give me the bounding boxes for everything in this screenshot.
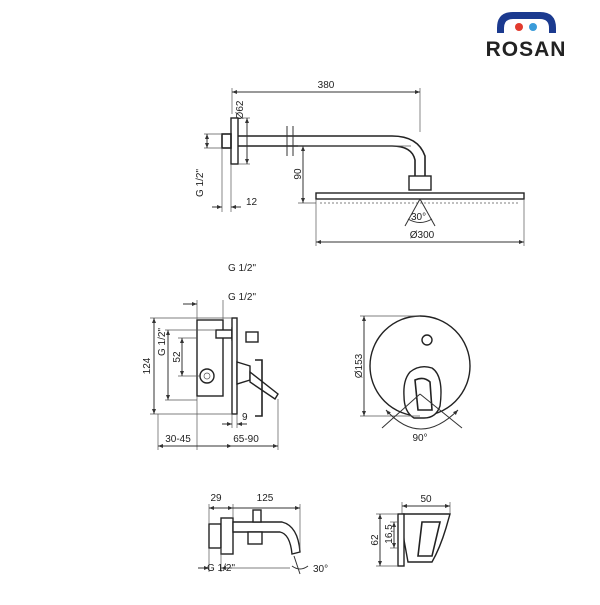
protrusion-label: 65-90 bbox=[233, 434, 259, 445]
floating-thread-label: G 1/2" bbox=[228, 263, 256, 274]
drop-label: 90 bbox=[293, 168, 304, 180]
mixer-side-drawing: G 1/2" 124 G 1/2" 52 9 30-45 65-90 bbox=[142, 292, 279, 450]
rotation-label: 90° bbox=[412, 433, 427, 444]
mixer-height-label: 124 bbox=[142, 357, 153, 374]
spout-drawing: 29 125 G 1/2" 30° bbox=[198, 493, 328, 575]
logo-blue-dot-icon bbox=[529, 23, 537, 31]
logo-red-dot-icon bbox=[515, 23, 523, 31]
mixer-top-thread-label: G 1/2" bbox=[228, 292, 256, 303]
holder-height-label: 62 bbox=[370, 534, 381, 546]
rosan-logo: ROSAN bbox=[486, 12, 567, 61]
flange-dia-label: Ø62 bbox=[235, 100, 246, 119]
plate-dia-label: Ø153 bbox=[354, 353, 365, 378]
logo-arc-icon bbox=[497, 12, 556, 33]
mixer-offset-label: 9 bbox=[242, 412, 248, 423]
shower-arm-drawing: 380 Ø62 G 1/2" 12 90 30° Ø300 bbox=[195, 80, 525, 246]
arm-thread-label: G 1/2" bbox=[195, 169, 206, 197]
spout-angle-label: 30° bbox=[313, 564, 328, 575]
mixer-front-drawing: Ø153 90° bbox=[354, 315, 471, 444]
spout-depth-label: 29 bbox=[210, 493, 222, 504]
brand-name: ROSAN bbox=[486, 38, 567, 61]
tilt-label: 30° bbox=[411, 212, 426, 223]
holder-width-label: 50 bbox=[420, 494, 432, 505]
mixer-side-thread-label: G 1/2" bbox=[157, 328, 168, 356]
spout-length-label: 125 bbox=[257, 493, 274, 504]
wall-depth-label: 12 bbox=[246, 197, 258, 208]
holder-hole-label: 16,5 bbox=[384, 524, 395, 544]
mixer-spacing-label: 52 bbox=[172, 351, 183, 363]
arm-length-label: 380 bbox=[318, 80, 335, 91]
spout-thread-label: G 1/2" bbox=[207, 563, 235, 574]
head-dia-label: Ø300 bbox=[410, 230, 435, 241]
holder-drawing: 50 62 16,5 bbox=[370, 494, 451, 567]
embed-depth-label: 30-45 bbox=[165, 434, 191, 445]
